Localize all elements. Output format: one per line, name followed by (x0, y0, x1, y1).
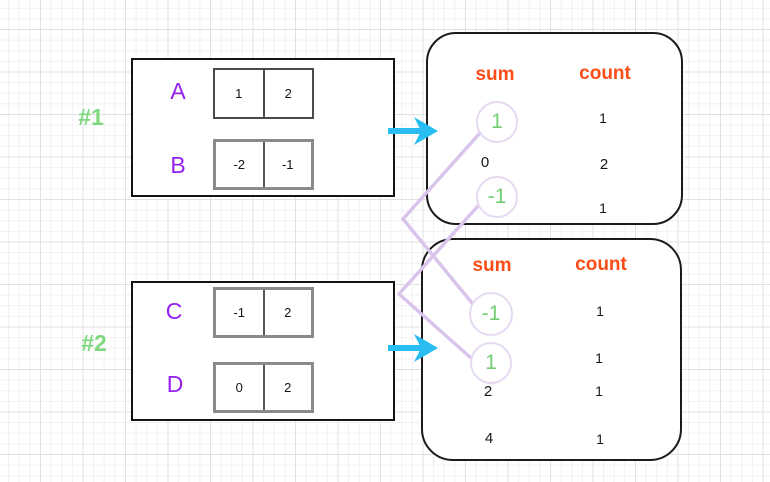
array-b-cells: -2 -1 (213, 139, 314, 190)
example-1-sum-header: sum (475, 64, 515, 85)
ex2-row4-count: 1 (596, 431, 604, 447)
ex1-row1-sum: 1 (491, 110, 503, 133)
array-c-name: C (165, 297, 183, 324)
example-2-sum-table-box (421, 238, 682, 461)
example-2-sum-header: sum (472, 255, 512, 276)
array-c-cells: -1 2 (213, 287, 314, 338)
array-b-cell-1: -1 (281, 157, 294, 172)
example-1-sum-table-box (426, 32, 683, 225)
ex2-row1-count: 1 (596, 303, 604, 319)
array-a-cells: 1 2 (213, 68, 314, 119)
array-d-name: D (166, 370, 184, 397)
ex2-row2-count: 1 (595, 350, 603, 366)
ex1-row2-count: 2 (599, 155, 609, 173)
array-a-cell-0: 1 (215, 70, 265, 117)
ex2-row4-sum: 4 (484, 429, 494, 447)
example-1-label: #1 (78, 103, 104, 130)
example-2-label: #2 (81, 329, 107, 356)
ex2-row2-sum: 1 (485, 351, 497, 374)
array-b-name: B (170, 151, 186, 178)
array-a-cell-1: 2 (284, 86, 292, 101)
array-c-cell-0: -1 (216, 290, 265, 335)
array-d-cell-0: 0 (216, 365, 265, 410)
array-d-cells: 0 2 (213, 362, 314, 413)
ex1-row3-count: 1 (599, 200, 607, 216)
ex1-row3-sum: -1 (487, 185, 507, 208)
example-2-count-header: count (575, 254, 627, 275)
ex2-row3-sum: 2 (483, 382, 493, 400)
ex1-row1-count: 1 (599, 110, 607, 126)
ex2-row1-sum: -1 (481, 302, 501, 325)
array-a-name: A (170, 77, 186, 104)
array-c-cell-1: 2 (284, 305, 292, 320)
example-1-count-header: count (579, 63, 631, 84)
array-b-cell-0: -2 (216, 142, 265, 187)
array-d-cell-1: 2 (284, 380, 292, 395)
ex2-row3-count: 1 (595, 383, 603, 399)
ex1-row2-sum: 0 (480, 153, 490, 171)
